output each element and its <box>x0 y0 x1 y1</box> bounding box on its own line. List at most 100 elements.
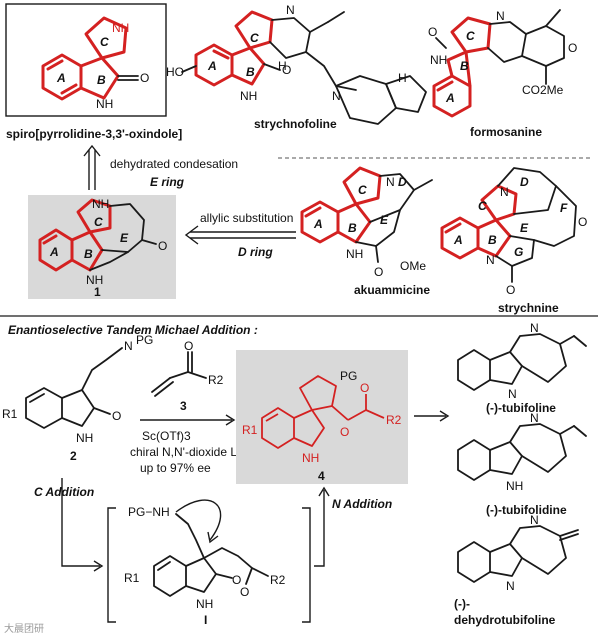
reagent-3-label: 3 <box>180 399 187 413</box>
c4-pg: PG <box>340 369 357 383</box>
formosanine-ring-c: C <box>466 29 475 43</box>
c-addition-arrow <box>61 478 104 572</box>
int-nh: NH <box>196 597 213 611</box>
c1-ring-c: C <box>94 215 103 229</box>
formosanine-ring-a: A <box>445 91 455 105</box>
ring-label-c: C <box>100 35 109 49</box>
strychnine-label: strychnine <box>498 301 559 315</box>
formosanine-label: formosanine <box>470 125 542 139</box>
strychnofoline-ho: HO <box>166 65 184 79</box>
dehydro-label-2: dehydrotubifoline <box>454 613 556 627</box>
compound-2-structure: N PG O NH R1 2 <box>2 333 153 463</box>
left-arrow-line1: allylic substitution <box>200 211 293 225</box>
compound-4-panel: O R2 O NH R1 PG 4 <box>236 350 408 484</box>
st-ring-f: F <box>560 201 568 215</box>
strychnofoline-n2: N <box>332 89 341 103</box>
c1-ring-b: B <box>84 247 93 261</box>
ring-label-a: A <box>56 71 66 85</box>
left-arrow-line2: D ring <box>238 245 273 259</box>
bracket-left <box>107 507 116 623</box>
formosanine-ring-o: O <box>568 41 577 55</box>
compound-1-panel: NH O NH A B C E 1 <box>28 195 176 299</box>
curved-arrow <box>175 499 222 541</box>
int-r2: R2 <box>270 573 286 587</box>
spiro-o: O <box>140 71 149 85</box>
dehydro-n: N <box>530 513 539 527</box>
cond-line2: chiral N,N'-dioxide L1 <box>130 445 244 459</box>
c1-ring-e: E <box>120 231 129 245</box>
c-addition-label: C Addition <box>34 485 94 499</box>
st-ring-b: B <box>488 233 497 247</box>
compound-4-label: 4 <box>318 469 325 483</box>
st-ring-a: A <box>453 233 463 247</box>
c2-pg: PG <box>136 333 153 347</box>
ak-ring-b: B <box>348 221 357 235</box>
st-ring-o: O <box>578 215 587 229</box>
strychnofoline-ring-b: B <box>246 65 255 79</box>
bracket-right <box>302 507 311 623</box>
spiro-frame <box>5 3 167 117</box>
product-arrow <box>414 410 450 422</box>
cond-line3: up to 97% ee <box>140 461 211 475</box>
st-ring-g: G <box>514 245 523 259</box>
tubifoline-label: (-)-tubifoline <box>486 401 556 415</box>
tubifoline-n: N <box>530 321 539 335</box>
st-ring-c: C <box>478 199 487 213</box>
strychnofoline-indole-nh: H <box>398 71 407 85</box>
reagent-r2: R2 <box>208 373 224 387</box>
formosanine-ring-b: B <box>460 59 469 73</box>
main-arrow <box>140 414 236 426</box>
strychnofoline-h: H <box>278 59 287 73</box>
dehydrotubifoline-structure: N N <box>457 513 579 593</box>
int-r1: R1 <box>124 571 140 585</box>
st-n: N <box>500 185 509 199</box>
dehydro-label-1: (-)- <box>454 597 470 611</box>
formosanine-co2me: CO2Me <box>522 83 564 97</box>
tubifolidine-structure: N NH <box>457 411 587 493</box>
c1-nh: NH <box>92 197 109 211</box>
compound-2-label: 2 <box>70 449 77 463</box>
c1-nh2: NH <box>86 273 103 287</box>
left-arrow <box>184 225 296 245</box>
akuammicine-label: akuammicine <box>354 283 430 297</box>
strychnofoline-n: N <box>286 3 295 17</box>
spiro-nh2: NH <box>96 97 113 111</box>
int-pgnh: PG−NH <box>128 505 170 519</box>
ak-ring-c: C <box>358 183 367 197</box>
c2-nh: N <box>124 339 133 353</box>
strychnofoline-ring-a: A <box>207 59 217 73</box>
c2-nh2: NH <box>76 431 93 445</box>
c2-r1: R1 <box>2 407 18 421</box>
c1-ring-a: A <box>49 245 59 259</box>
st-o: O <box>506 283 515 297</box>
c4-o2: O <box>340 425 349 439</box>
tubifolidine-n: N <box>530 411 539 425</box>
ak-n: N <box>386 175 395 189</box>
c4-r1: R1 <box>242 423 258 437</box>
tubifolidine-label: (-)-tubifolidine <box>486 503 567 517</box>
st-n2: N <box>486 253 495 267</box>
c1-o: O <box>158 239 167 253</box>
formosanine-n: N <box>496 9 505 23</box>
tubifoline-structure: N N <box>457 321 587 401</box>
int-o2: O <box>240 585 249 599</box>
tubifolidine-nh: NH <box>506 479 523 493</box>
strychnofoline-nh: NH <box>240 89 257 103</box>
section-title: Enantioselective Tandem Michael Addition… <box>8 323 258 337</box>
int-o: O <box>232 573 241 587</box>
up-arrow <box>83 144 101 190</box>
cond-line1: Sc(OTf)3 <box>142 429 191 443</box>
compound-1-box <box>28 195 176 299</box>
reagent-3-structure: O R2 3 <box>151 339 224 413</box>
strychnofoline-ring-c: C <box>250 31 259 45</box>
strychnofoline-o: O <box>282 63 291 77</box>
c4-o1: O <box>360 381 369 395</box>
ak-ome: OMe <box>400 259 426 273</box>
ak-nh: NH <box>346 247 363 261</box>
ak-ring-e: E <box>380 213 389 227</box>
c4-nh: NH <box>302 451 319 465</box>
spiro-oxindole-panel: NH A B C O NH <box>5 3 167 117</box>
intermediate-label: I <box>204 613 207 627</box>
spiro-nh: NH <box>112 21 129 35</box>
